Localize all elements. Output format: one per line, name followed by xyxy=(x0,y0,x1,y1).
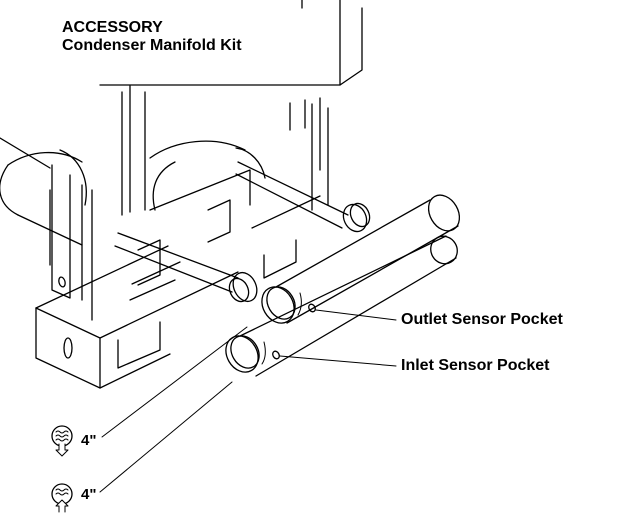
base-channel xyxy=(35,169,321,389)
outlet-sensor-pocket xyxy=(308,303,316,313)
outlet-manifold-pipe xyxy=(261,194,461,324)
water-inflow-icon xyxy=(51,483,73,513)
water-outflow-icon xyxy=(51,425,73,457)
inlet-sensor-pocket-label: Inlet Sensor Pocket xyxy=(401,357,550,374)
lower-tie-rod xyxy=(114,232,258,303)
rear-pipes xyxy=(0,137,266,246)
sensor-pockets xyxy=(272,303,316,360)
unit-cabinet xyxy=(99,0,363,86)
inlet-manifold-pipe xyxy=(225,235,458,377)
upper-tie-rod xyxy=(235,161,371,233)
left-bracket xyxy=(49,164,93,321)
inlet-sensor-pocket xyxy=(272,350,280,360)
title-line-kit-name: Condenser Manifold Kit xyxy=(62,37,242,54)
inlet-connection-size: 4" xyxy=(81,486,97,503)
outlet-connection-size: 4" xyxy=(81,432,97,449)
title-line-accessory: ACCESSORY xyxy=(62,19,163,36)
diagram-title: ACCESSORY Condenser Manifold Kit xyxy=(62,19,242,55)
frame-posts xyxy=(121,85,329,216)
outlet-sensor-pocket-label: Outlet Sensor Pocket xyxy=(401,311,563,328)
leader-lines xyxy=(99,309,397,493)
